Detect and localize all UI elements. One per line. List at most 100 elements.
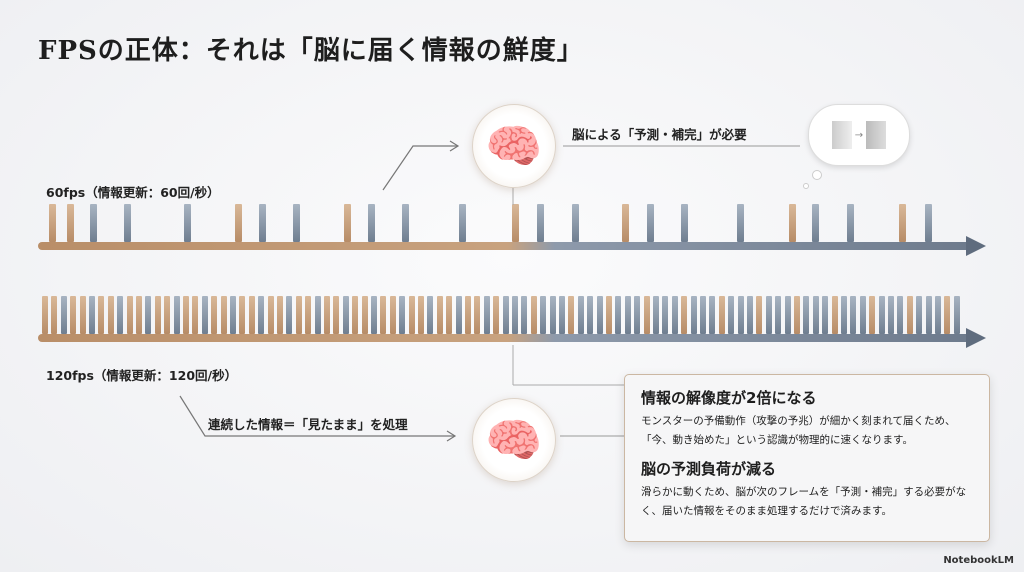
frame-bar xyxy=(700,296,706,334)
frame-bar xyxy=(164,296,171,334)
frame-bar xyxy=(230,296,236,334)
frame-bar xyxy=(333,296,340,334)
frame-bar xyxy=(465,296,471,334)
frame-bar xyxy=(295,296,302,334)
frame-bar xyxy=(615,296,622,334)
frame-bar xyxy=(906,296,913,334)
frame-bar xyxy=(775,296,782,334)
frame-bar xyxy=(408,296,415,334)
frame-bar xyxy=(916,296,923,334)
frame-bar xyxy=(70,296,77,334)
frame-bar xyxy=(399,296,406,334)
frame-bar xyxy=(690,296,697,334)
frame-bar xyxy=(831,296,838,334)
frame-bar xyxy=(888,296,894,334)
frame-bar xyxy=(107,296,114,334)
frame-bar xyxy=(455,296,462,334)
frame-bar xyxy=(718,296,725,334)
frame-bar xyxy=(183,296,189,334)
frame-bar xyxy=(371,296,377,334)
thought-bubble: → xyxy=(808,104,910,166)
frame-bar xyxy=(344,204,351,242)
frame-bar xyxy=(79,296,86,334)
label-60fps: 60fps（情報更新：60回/秒） xyxy=(46,185,220,200)
frame-bar xyxy=(342,296,349,334)
frame-bar xyxy=(117,296,124,334)
frame-bar xyxy=(624,296,631,334)
frame-bar xyxy=(305,296,312,334)
frame-bar xyxy=(483,296,490,334)
frame-bar xyxy=(847,204,854,242)
frame-bar xyxy=(427,296,434,334)
frame-bar xyxy=(126,296,133,334)
frame-bar xyxy=(897,296,904,334)
frame-bar xyxy=(765,296,772,334)
frame-bar xyxy=(267,296,274,334)
frame-bar xyxy=(794,296,800,334)
frame-bar xyxy=(841,296,847,334)
arrow-head-icon xyxy=(966,328,986,348)
frame-bar xyxy=(493,296,500,334)
frame-bar xyxy=(899,204,906,242)
brain-icon: 🧠 xyxy=(472,104,556,188)
frame-bar xyxy=(286,296,293,334)
frame-bar xyxy=(201,296,208,334)
frame-bar xyxy=(953,296,960,334)
frame-bar xyxy=(402,204,409,242)
frame-bar xyxy=(822,296,829,334)
frame-bar xyxy=(850,296,857,334)
frame-bar xyxy=(89,296,95,334)
page-title: FPSの正体：それは「脳に届く情報の鮮度」 xyxy=(38,36,584,66)
frame-bar xyxy=(681,204,688,242)
frame-bar xyxy=(647,204,654,242)
frame-bar xyxy=(747,296,753,334)
frame-bar xyxy=(368,204,375,242)
frame-bar xyxy=(559,296,565,334)
frame-bar xyxy=(653,296,659,334)
frame-bar xyxy=(124,204,131,242)
frame-bar xyxy=(436,296,443,334)
frame-bar xyxy=(643,296,650,334)
frame-bar xyxy=(530,296,537,334)
frame-bar xyxy=(235,204,242,242)
text-resolution: モンスターの予備動作（攻撃の予兆）が細かく刻まれて届くため、「今、動き始めた」と… xyxy=(641,415,956,446)
thought-dot xyxy=(812,170,822,180)
frame-bar xyxy=(90,204,97,242)
frame-bar xyxy=(512,204,519,242)
frame-bar xyxy=(803,296,810,334)
frame-bar xyxy=(352,296,359,334)
frame-bar xyxy=(42,296,48,334)
frame-bar xyxy=(51,296,58,334)
frame-bar xyxy=(98,296,105,334)
frame-bar xyxy=(314,296,321,334)
timeline-60fps xyxy=(38,242,978,250)
brain-caption-60fps: 脳による「予測・補完」が必要 xyxy=(572,127,747,142)
frame-bar xyxy=(67,204,74,242)
frame-bar xyxy=(192,296,199,334)
frame-bar xyxy=(869,296,876,334)
frame-bar xyxy=(634,296,641,334)
frame-bar xyxy=(671,296,678,334)
frame-bar xyxy=(277,296,283,334)
frame-bar xyxy=(568,296,575,334)
frame-bar xyxy=(878,296,885,334)
frame-bar xyxy=(537,204,544,242)
frame-bar xyxy=(681,296,688,334)
text-prediction: 滑らかに動くため、脳が次のフレームを「予測・補完」する必要がなく、届いた情報をそ… xyxy=(641,486,967,517)
frame-bar xyxy=(540,296,547,334)
frame-bar xyxy=(60,296,67,334)
frame-bar xyxy=(154,296,161,334)
frame-bar xyxy=(380,296,387,334)
frame-bar xyxy=(474,296,481,334)
frame-bar xyxy=(259,204,266,242)
notebooklm-logo: NotebookLM xyxy=(943,555,1014,566)
brain-icon: 🧠 xyxy=(472,398,556,482)
frame-bar xyxy=(709,296,716,334)
frame-bar xyxy=(925,296,932,334)
frame-bar xyxy=(521,296,528,334)
frame-bar xyxy=(459,204,466,242)
frame-bar xyxy=(184,204,191,242)
frame-bar xyxy=(784,296,791,334)
frame-bar xyxy=(248,296,255,334)
